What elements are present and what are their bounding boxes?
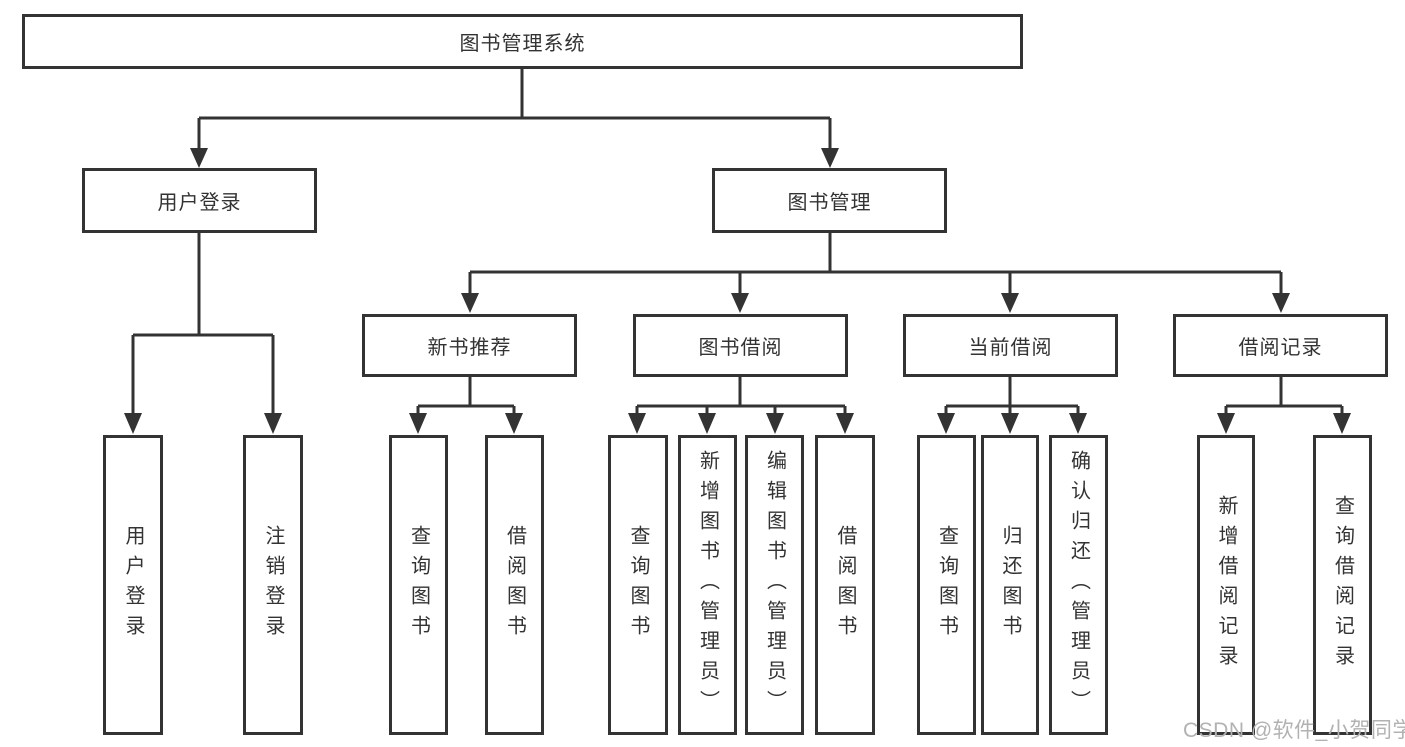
leaf-query-books-current: 查询图书 [917, 435, 976, 735]
leaf-borrow-books-recommend: 借阅图书 [485, 435, 544, 735]
leaf-label: 新增图书（管理员） [696, 450, 719, 720]
node-book-borrowing: 图书借阅 [633, 314, 848, 377]
leaf-query-borrow-record: 查询借阅记录 [1313, 435, 1372, 735]
leaf-add-borrow-record: 新增借阅记录 [1197, 435, 1255, 735]
node-new-book-recommendation: 新书推荐 [362, 314, 577, 377]
node-book-management: 图书管理 [712, 168, 947, 233]
csdn-watermark: CSDN @软件_小贺同学 [1183, 719, 1405, 742]
leaf-label: 编辑图书（管理员） [763, 450, 786, 720]
connector-rails [131, 69, 1344, 415]
leaf-label: 归还图书 [999, 525, 1021, 645]
node-library-management-system: 图书管理系统 [22, 14, 1023, 69]
leaf-label: 注销登录 [262, 525, 284, 645]
node-borrowing-records: 借阅记录 [1173, 314, 1388, 377]
leaf-label: 查询借阅记录 [1331, 495, 1354, 675]
leaf-borrow-books: 借阅图书 [815, 435, 875, 735]
node-current-borrowing: 当前借阅 [903, 314, 1118, 377]
leaf-label: 用户登录 [122, 525, 144, 645]
leaf-edit-books-admin: 编辑图书（管理员） [745, 435, 804, 735]
node-user-login: 用户登录 [82, 168, 317, 233]
leaf-query-books-recommend: 查询图书 [389, 435, 448, 735]
leaf-label: 查询图书 [407, 525, 430, 645]
leaf-user-login: 用户登录 [103, 435, 163, 735]
leaf-label: 查询图书 [935, 525, 958, 645]
leaf-label: 查询图书 [627, 525, 649, 645]
leaf-label: 借阅图书 [503, 525, 526, 645]
leaf-query-books-borrow: 查询图书 [608, 435, 668, 735]
leaf-label: 新增借阅记录 [1215, 495, 1237, 675]
leaf-add-books-admin: 新增图书（管理员） [678, 435, 737, 735]
leaf-confirm-return-admin: 确认归还（管理员） [1049, 435, 1108, 735]
leaf-logout: 注销登录 [243, 435, 303, 735]
leaf-label: 借阅图书 [834, 525, 856, 645]
leaf-return-books: 归还图书 [981, 435, 1039, 735]
leaf-label: 确认归还（管理员） [1067, 450, 1090, 720]
